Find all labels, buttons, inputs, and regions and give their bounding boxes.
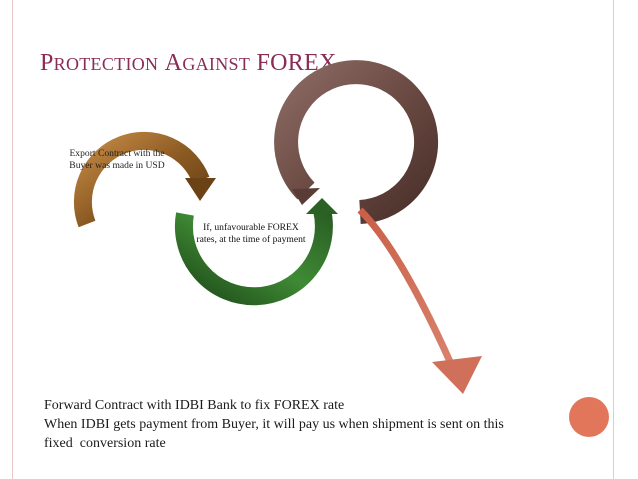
- title-initial-1: P: [40, 50, 54, 76]
- left-border-rule: [12, 0, 13, 479]
- step-2-label: If, unfavourable FOREX rates, at the tim…: [196, 222, 306, 245]
- title-word-1: ROTECTION: [53, 54, 159, 74]
- body-line-1: Forward Contract with IDBI Bank to fix F…: [44, 398, 345, 413]
- ring-step-2: [174, 198, 338, 306]
- ring-step-2-arc: [174, 207, 333, 306]
- body-text: Forward Contract with IDBI Bank to fix F…: [44, 396, 584, 453]
- outcome-arrow-shaft: [357, 207, 456, 368]
- outcome-arrow-head: [432, 356, 482, 394]
- body-line-3: fixed conversion rate: [44, 436, 166, 451]
- accent-dot: [569, 397, 609, 437]
- ring-step-1: [73, 131, 216, 228]
- body-line-2: When IDBI gets payment from Buyer, it wi…: [44, 417, 504, 432]
- step-1-label: Export Contract with the Buyer was made …: [69, 148, 165, 171]
- title-initial-2: A: [164, 50, 183, 76]
- ring-step-3-arc: [274, 60, 439, 224]
- ring-step-1-arc: [73, 131, 210, 228]
- title-word-2: GAINST: [182, 54, 251, 74]
- outcome-arrow: [357, 207, 482, 394]
- ring-step-1-arrowhead: [185, 178, 216, 201]
- right-border-rule: [613, 0, 614, 479]
- step-3-label: Will suffer from Losses: [308, 144, 400, 155]
- ring-step-2-arrowhead: [306, 198, 338, 214]
- ring-step-3-arrowhead: [292, 188, 320, 205]
- ring-step-3: [274, 60, 439, 224]
